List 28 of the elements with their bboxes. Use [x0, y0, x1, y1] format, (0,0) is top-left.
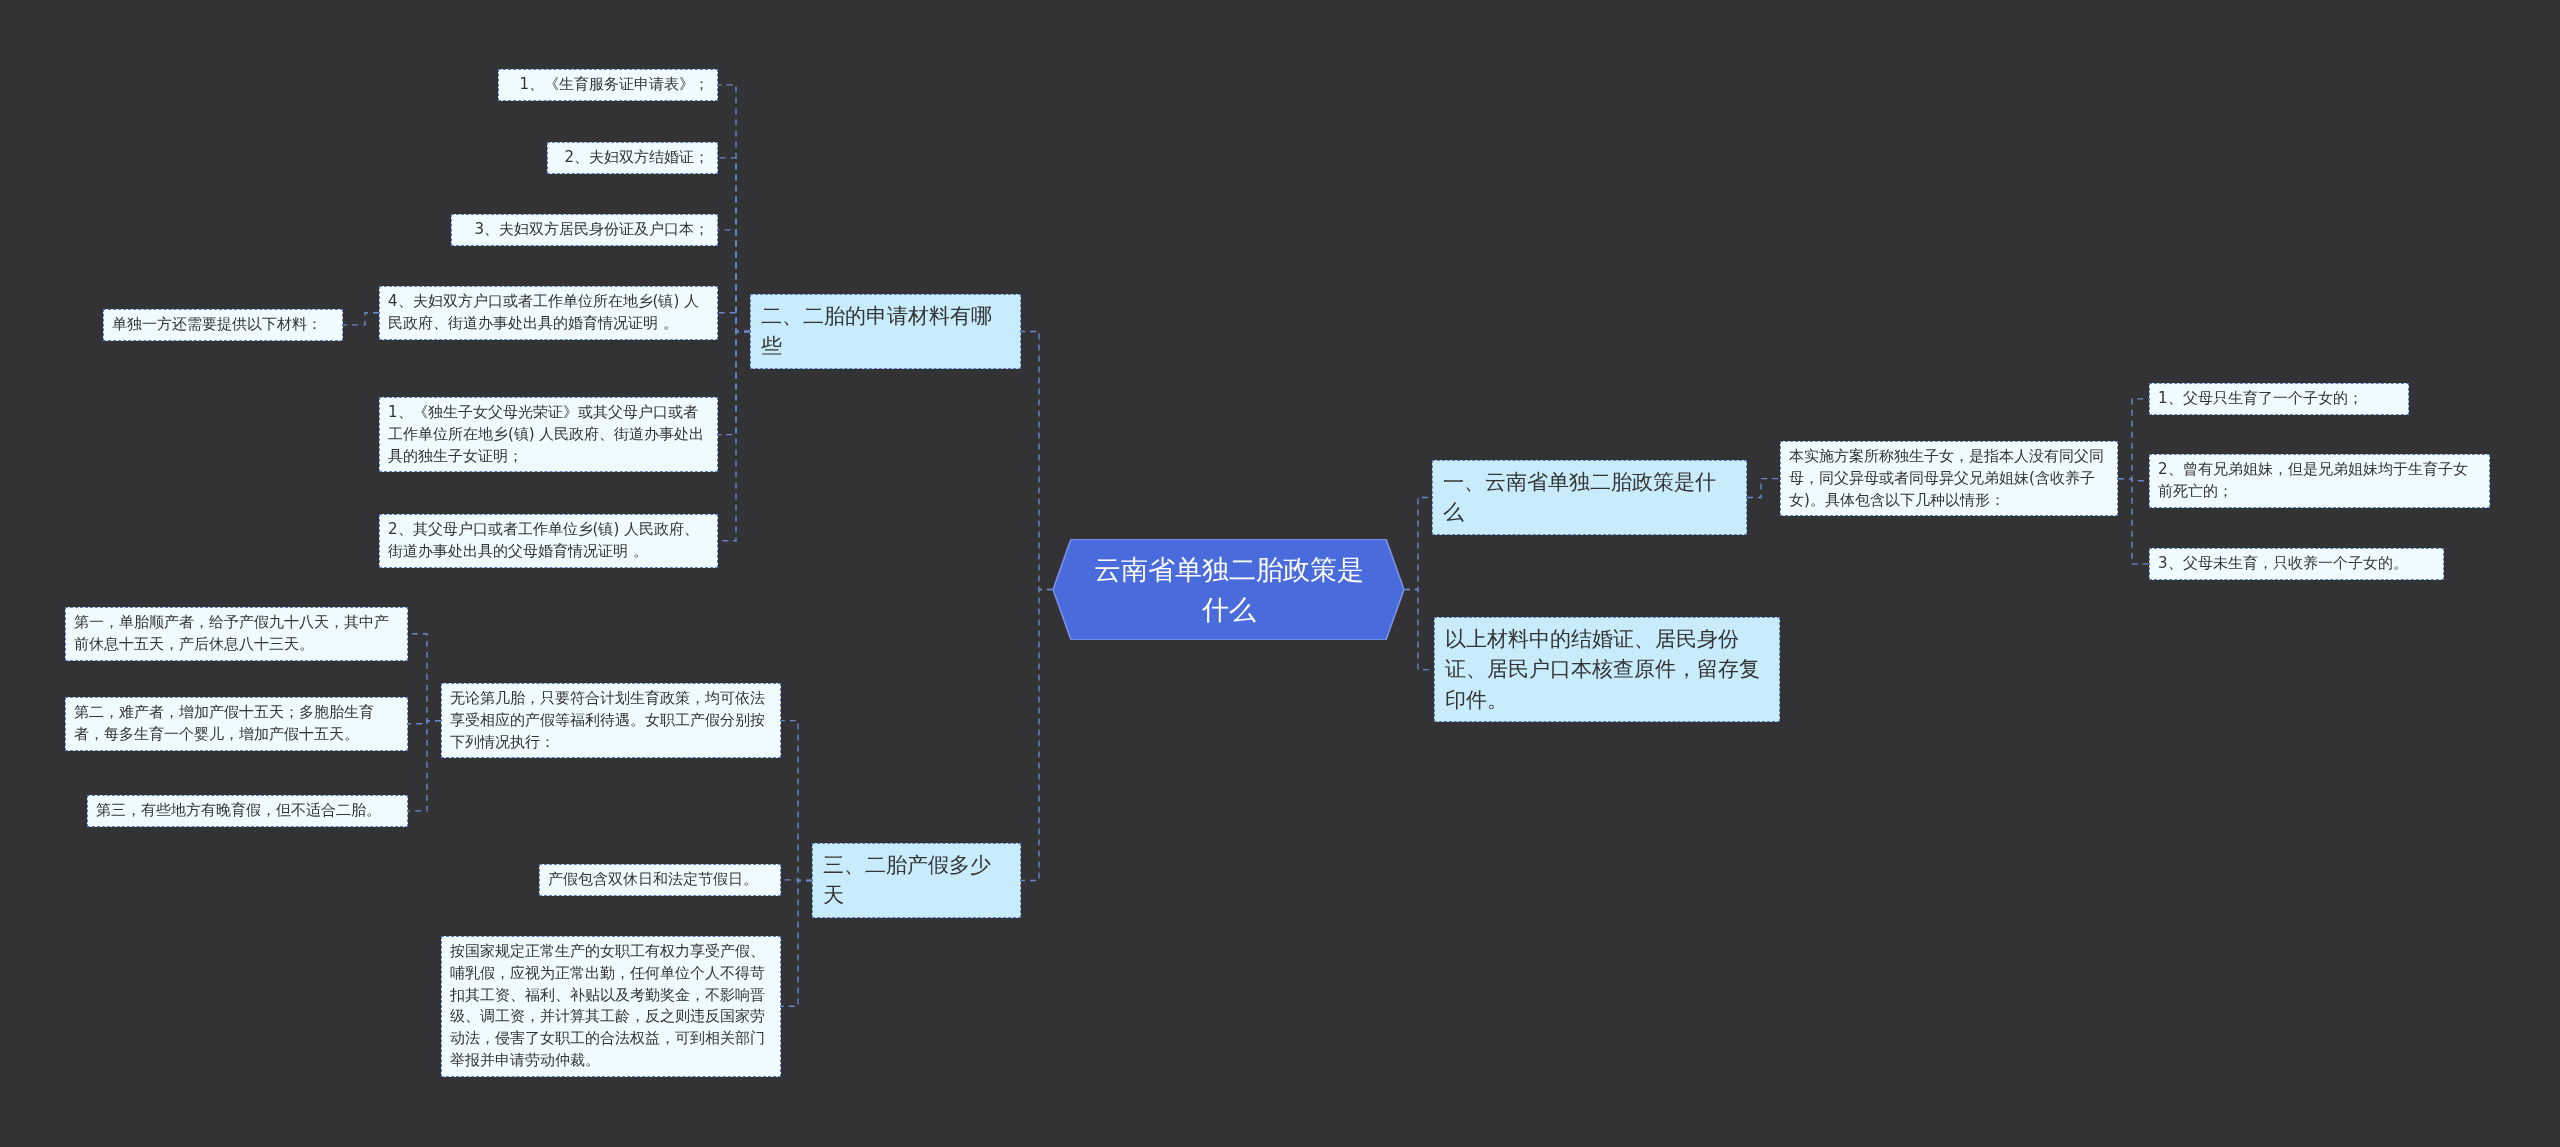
subtopic-box: 本实施方案所称独生子女，是指本人没有同父同母，同父异母或者同母异父兄弟姐妹(含收养子女)。具体包含以下几种以情形：	[1780, 441, 2118, 517]
subtopic-box: 3、父母未生育，只收养一个子女的。	[2149, 548, 2444, 580]
connector-line	[407, 719, 442, 812]
connector-line	[780, 879, 813, 1007]
topic-box: 三、二胎产假多少天	[812, 843, 1021, 918]
connector-line	[342, 312, 380, 326]
subtopic-box: 2、夫妇双方结婚证；	[547, 142, 718, 174]
connector-line	[2117, 477, 2150, 565]
central-topic-hexagon: 云南省单独二胎政策是什么	[1053, 539, 1404, 640]
subtopic-box: 单独一方还需要提供以下材料：	[103, 309, 343, 341]
subtopic-box: 按国家规定正常生产的女职工有权力享受产假、哺乳假，应视为正常出勤，任何单位个人不得苛扣其工资、福利、补贴以及考勤奖金，不影响晋级、调工资，并计算其工龄，反之则违反国家劳动法，侵害了女职工的合法权益，可到相关部门举报并申请劳动仲裁。	[441, 936, 781, 1077]
subtopic-box: 产假包含双休日和法定节假日。	[539, 864, 781, 896]
subtopic-box: 2、曾有兄弟姐妹，但是兄弟姐妹均于生育子女前死亡的；	[2149, 454, 2490, 508]
connector-line	[1746, 477, 1781, 499]
subtopic-box: 1、《独生子女父母光荣证》或其父母户口或者工作单位所在地乡(镇) 人民政府、街道办事处出具的独生子女证明；	[379, 397, 718, 473]
subtopic-box: 3、夫妇双方居民身份证及户口本；	[451, 214, 718, 246]
subtopic-box: 1、《生育服务证申请表》；	[498, 69, 718, 101]
subtopic-box: 2、其父母户口或者工作单位乡(镇) 人民政府、街道办事处出具的父母婚育情况证明 。	[379, 514, 718, 568]
subtopic-box: 无论第几胎，只要符合计划生育政策，均可依法享受相应的产假等福利待遇。女职工产假分别按下列情况执行：	[441, 683, 781, 759]
connector-line	[1020, 588, 1054, 882]
subtopic-box: 第三，有些地方有晚育假，但不适合二胎。	[87, 795, 408, 827]
subtopic-box: 1、父母只生育了一个子女的；	[2149, 383, 2409, 415]
subtopic-box: 第一，单胎顺产者，给予产假九十八天，其中产前休息十五天，产后休息八十三天。	[65, 607, 408, 661]
topic-box: 以上材料中的结婚证、居民身份证、居民户口本核查原件，留存复印件。	[1434, 617, 1780, 723]
subtopic-box: 第二，难产者，增加产假十五天；多胞胎生育者，每多生育一个婴儿，增加产假十五天。	[65, 697, 408, 751]
topic-box: 一、云南省单独二胎政策是什么	[1432, 460, 1747, 535]
subtopic-box: 4、夫妇双方户口或者工作单位所在地乡(镇) 人民政府、街道办事处出具的婚育情况证明 。	[379, 286, 718, 340]
topic-box: 二、二胎的申请材料有哪些	[750, 294, 1021, 369]
